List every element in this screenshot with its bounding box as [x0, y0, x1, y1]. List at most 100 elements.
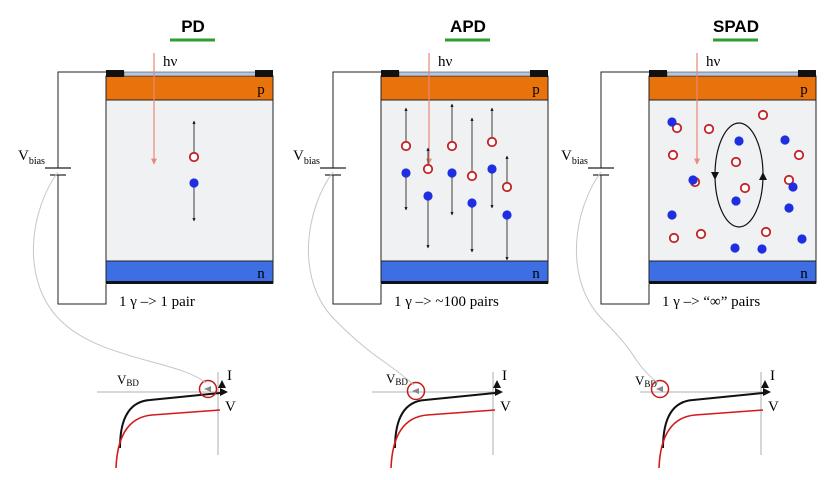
hole	[667, 149, 679, 161]
electron	[502, 210, 512, 220]
vbd-sub: BD	[395, 377, 408, 387]
n-label: n	[532, 266, 540, 282]
bias-wire-top	[332, 71, 381, 168]
electron	[788, 182, 798, 192]
electron	[797, 234, 807, 244]
bias-label-main: V	[18, 148, 29, 164]
p-label: p	[532, 82, 540, 98]
bias-label: Vbias	[293, 148, 320, 167]
bias-wire-top	[57, 71, 106, 168]
vbd-sub: BD	[644, 379, 657, 389]
electron	[467, 198, 477, 208]
bias-wire-bottom	[57, 175, 107, 305]
hole	[668, 232, 680, 244]
top-contact-right	[255, 70, 273, 77]
electron	[667, 210, 677, 220]
bias-wire-bottom	[332, 175, 382, 305]
bottom-contact	[649, 281, 816, 284]
i-axis-arrow	[761, 380, 769, 388]
hole	[783, 174, 795, 186]
antireflection-window	[123, 71, 259, 77]
electron	[487, 164, 497, 174]
top-contact-left	[381, 70, 399, 77]
i-axis-arrow	[218, 380, 226, 388]
connection-wire	[33, 171, 207, 384]
voltage-label: V	[500, 399, 511, 415]
vbd-main: V	[635, 373, 645, 388]
hole	[757, 109, 769, 121]
bias-label: Vbias	[561, 148, 588, 167]
hole	[486, 136, 498, 148]
electron	[423, 191, 433, 201]
voltage-label: V	[768, 399, 779, 415]
antireflection-window	[666, 71, 802, 77]
bias-wire-bottom	[600, 175, 650, 305]
operating-point-arrow	[204, 386, 211, 392]
panel-title: APD	[450, 17, 486, 36]
hole	[793, 149, 805, 161]
hole	[671, 122, 683, 134]
depletion-region	[105, 99, 274, 264]
hole	[188, 151, 200, 163]
bias-label-main: V	[561, 148, 572, 164]
top-contact-right	[798, 70, 816, 77]
hole	[739, 182, 751, 194]
electron	[730, 243, 740, 253]
electron	[784, 203, 794, 213]
current-label: I	[227, 368, 232, 384]
connection-wire	[576, 171, 659, 384]
hole	[422, 163, 434, 175]
n-label: n	[800, 266, 808, 282]
v-axis-arrow	[495, 388, 503, 396]
p-layer	[380, 75, 549, 101]
vbd-label: VBD	[117, 372, 139, 388]
antireflection-window	[398, 71, 534, 77]
iv-curve-illuminated	[115, 409, 221, 469]
p-label: p	[257, 82, 265, 98]
iv-characteristic: IV VBD	[97, 368, 236, 469]
electron	[667, 117, 677, 127]
v-axis-arrow	[220, 388, 228, 396]
operating-point-marker	[406, 381, 426, 401]
electron	[780, 135, 790, 145]
depletion-region	[380, 99, 549, 264]
hole	[703, 123, 715, 135]
voltage-label: V	[225, 399, 236, 415]
operating-point-arrow	[412, 388, 419, 394]
n-label: n	[257, 266, 265, 282]
gain-caption: 1 γ –> “∞” pairs	[662, 294, 760, 310]
connection-wire	[308, 171, 415, 386]
iv-curve-dark	[119, 392, 221, 449]
vbd-label: VBD	[386, 371, 408, 387]
bias-wire-top	[600, 71, 649, 168]
p-layer	[105, 75, 274, 101]
bias-label: Vbias	[18, 148, 45, 167]
hole	[400, 140, 412, 152]
top-contact-right	[530, 70, 548, 77]
p-label: p	[800, 82, 808, 98]
hole	[695, 228, 707, 240]
panel-title: SPAD	[713, 17, 759, 36]
loop-arrow-up	[711, 172, 719, 180]
hole	[760, 226, 772, 238]
bias-label-sub: bias	[572, 156, 588, 167]
vbd-main: V	[386, 371, 396, 386]
n-layer	[648, 260, 817, 284]
bias-label-sub: bias	[304, 156, 320, 167]
hole	[730, 156, 742, 168]
i-axis-arrow	[493, 380, 501, 388]
bottom-contact	[106, 281, 273, 284]
operating-point-marker	[650, 379, 670, 399]
iv-curve-dark	[394, 392, 496, 449]
hole	[446, 140, 458, 152]
p-layer	[648, 75, 817, 101]
bottom-contact	[381, 281, 548, 284]
gain-caption: 1 γ –> 1 pair	[119, 294, 195, 310]
electron	[447, 168, 457, 178]
v-axis-arrow	[763, 388, 771, 396]
